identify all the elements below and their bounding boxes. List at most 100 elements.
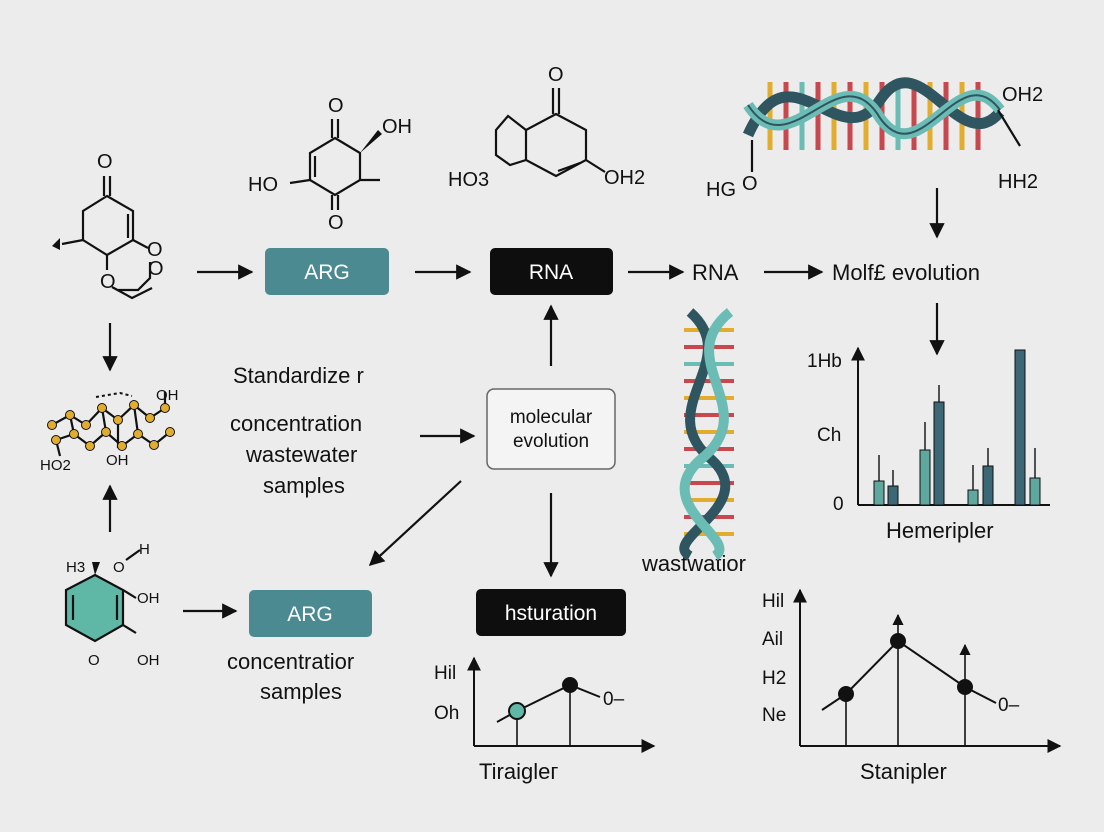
small-chart-title: Tiraiglег [479, 759, 558, 784]
chart-bar: 1Hb Ch 0 Hemeripler [807, 346, 1050, 543]
bar-chart-title: Hemeripler [886, 518, 994, 543]
atom-o: O [113, 559, 125, 576]
dna-helix-top: OH2 HG O HH2 [706, 77, 1043, 201]
label-wastwatior: wastwatior [641, 551, 746, 576]
small-point-1 [508, 702, 526, 720]
bar-5 [967, 489, 979, 506]
molecule-ring-bottom: H3 O H OH OH O [64, 541, 160, 669]
big-ytick-1: Hil [762, 591, 784, 612]
bar-3 [919, 449, 931, 506]
molecule-chain: OH OH HO2 [40, 387, 179, 474]
box-hsturation[interactable]: hsturation [476, 589, 626, 636]
label-rna: RNA [692, 260, 739, 285]
big-point-1 [838, 686, 854, 702]
chain-atom [160, 403, 170, 413]
big-point-3 [957, 679, 973, 695]
chain-atom [85, 441, 95, 451]
small-annotation: 0– [603, 689, 625, 710]
atom-oh: OH [382, 116, 412, 138]
atom-o: O [548, 64, 564, 86]
box-molecular-evolution[interactable]: molecular evolution [486, 388, 616, 470]
box-hsturation-label: hsturation [505, 602, 597, 625]
atom-o: O [97, 151, 113, 173]
bar-ytick-2: Ch [817, 425, 841, 446]
label-wastewater: wastewater [245, 442, 357, 467]
label-standardize: Standardize r [233, 363, 364, 388]
bar-7 [1014, 349, 1026, 506]
arrows [102, 188, 945, 619]
molecule-top-left: O O O O [52, 151, 164, 300]
chain-atom [149, 440, 159, 450]
bar-2 [887, 485, 899, 506]
atom-o-2: O [147, 239, 163, 261]
atom-ho: HO [248, 174, 278, 196]
bar-ytick-3: 0 [833, 494, 844, 515]
atom-o-bottom: O [328, 212, 344, 234]
box-arg-bottom-label: ARG [287, 603, 333, 626]
atom-o-3: O [100, 271, 116, 293]
atom-o: O [742, 173, 758, 195]
chain-atom [65, 410, 75, 420]
chain-atom [47, 420, 57, 430]
atom-hh2: HH2 [998, 171, 1038, 193]
atom-oh-top: OH [156, 387, 179, 404]
chain-atom [51, 435, 61, 445]
atom-ho2: HO2 [40, 457, 71, 474]
atom-o-4: O [148, 258, 164, 280]
atom-oh2: OH2 [1002, 84, 1043, 106]
atom-oh-mid: OH [106, 452, 129, 469]
atom-hg: HG [706, 179, 736, 201]
box-rna-label: RNA [529, 261, 573, 284]
box-arg-top[interactable]: ARG [265, 248, 389, 295]
big-ytick-2: Ail [762, 629, 783, 650]
label-concentratior: concentratior [227, 649, 354, 674]
atom-o: O [328, 95, 344, 117]
big-ytick-4: Ne [762, 705, 786, 726]
box-molecular-line1: molecular [510, 407, 593, 428]
box-arg-bottom[interactable]: ARG [249, 590, 372, 637]
bar-6 [982, 465, 994, 506]
bar-ytick-1: 1Hb [807, 351, 842, 372]
atom-ho3: HO3 [448, 169, 489, 191]
box-molecular-line2: evolution [513, 431, 589, 452]
chain-atom [113, 415, 123, 425]
atom-oh-1: OH [137, 590, 160, 607]
molecule-bicyclic: O HO3 OH2 [448, 64, 645, 191]
label-concentration: concentration [230, 411, 362, 436]
small-ytick-2: Oh [434, 703, 459, 724]
chain-atom [101, 427, 111, 437]
chain-atom [145, 413, 155, 423]
atom-h: H [139, 541, 150, 558]
chain-atom [97, 403, 107, 413]
box-arg-top-label: ARG [304, 261, 350, 284]
chain-atom [129, 400, 139, 410]
small-ytick-1: Hil [434, 663, 456, 684]
arrow-mol-to-arg [368, 480, 462, 567]
box-rna[interactable]: RNA [490, 248, 613, 295]
label-samples: samples [263, 473, 345, 498]
dna-helix-vertical [679, 308, 734, 561]
atom-h3: H3 [66, 559, 85, 576]
chart-small-line: Hil Oh 0– Tiraiglег [434, 656, 656, 784]
chain-atom [117, 441, 127, 451]
chart-big-line: Hil Ail H2 Ne 0– Stanipler [762, 588, 1062, 784]
atom-oh-2: OH [137, 652, 160, 669]
molecule-quinone: O OH HO O [248, 95, 412, 234]
bar-8 [1029, 477, 1041, 506]
big-annotation: 0– [998, 695, 1020, 716]
chain-atom [69, 429, 79, 439]
atom-o-bottom: O [88, 652, 100, 669]
big-point-2 [890, 633, 906, 649]
chain-atom [133, 429, 143, 439]
small-point-2 [562, 677, 578, 693]
label-molfe-evolution: Molf£ evolution [832, 260, 980, 285]
big-ytick-3: H2 [762, 668, 786, 689]
bar-4 [933, 401, 945, 506]
label-samples-bottom: samples [260, 679, 342, 704]
big-chart-title: Stanipler [860, 759, 947, 784]
atom-oh2: OH2 [604, 167, 645, 189]
chain-atom [81, 420, 91, 430]
chain-atom [165, 427, 175, 437]
bar-1 [873, 480, 885, 506]
